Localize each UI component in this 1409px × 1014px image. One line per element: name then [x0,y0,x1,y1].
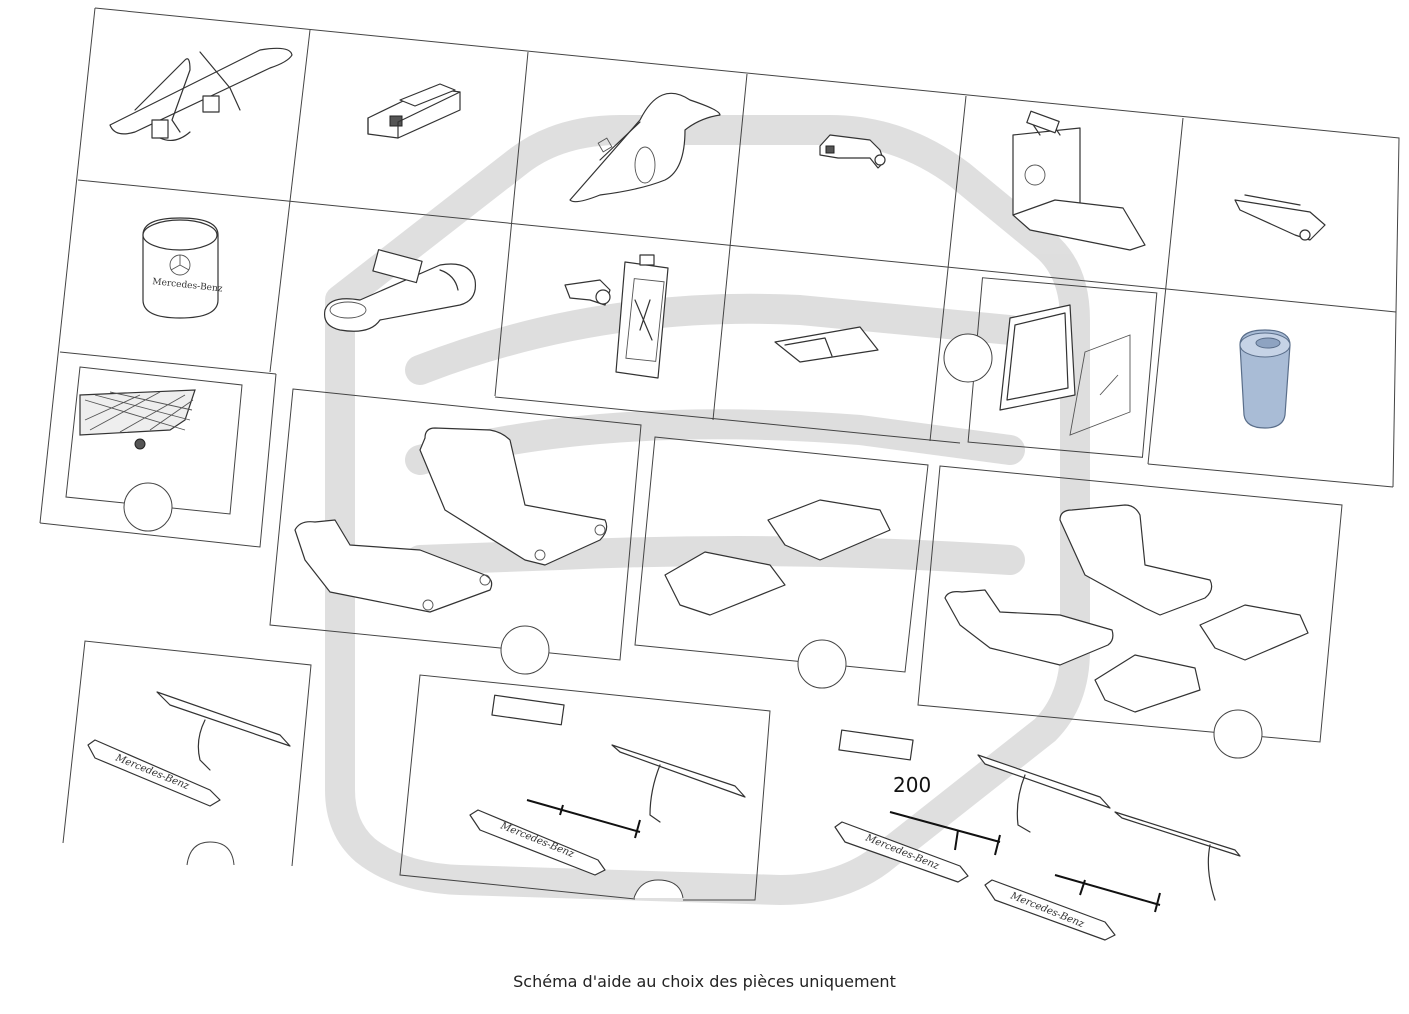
fold-table-icon [1012,110,1146,251]
sill-panel-set-3: Mercedes-Benz Mercedes-Benz 200 [834,729,1241,941]
sill-dimension-label: 200 [893,773,931,797]
luggage-net-icon [65,366,243,532]
tablet-frame-icon [943,277,1158,458]
floor-mat-set-3 [917,465,1343,759]
accessory-grid [39,7,1400,548]
tablet-base-icon [323,249,477,332]
waste-bin-icon [1239,329,1291,429]
diagram-caption: Schéma d'aide au choix des pièces unique… [513,972,896,991]
coat-hanger-icon [109,47,293,142]
document-pouch-icon [774,326,879,363]
floor-mat-set-1 [269,388,642,675]
parts-diagram-svg: Mercedes-Benz [39,7,1400,941]
fragrance-atomizer-icon: Mercedes-Benz [142,217,223,319]
adapter-bracket-icon [819,134,886,169]
hinge-bracket-icon [1234,194,1326,241]
svg-text:Mercedes-Benz: Mercedes-Benz [113,752,191,792]
clip-connector-icon [367,83,461,139]
floor-mat-set-2 [634,436,929,689]
headrest-hook-icon [569,92,721,203]
sill-panel-set-1: Mercedes-Benz [62,640,312,867]
tablet-holder-icon [564,254,669,379]
